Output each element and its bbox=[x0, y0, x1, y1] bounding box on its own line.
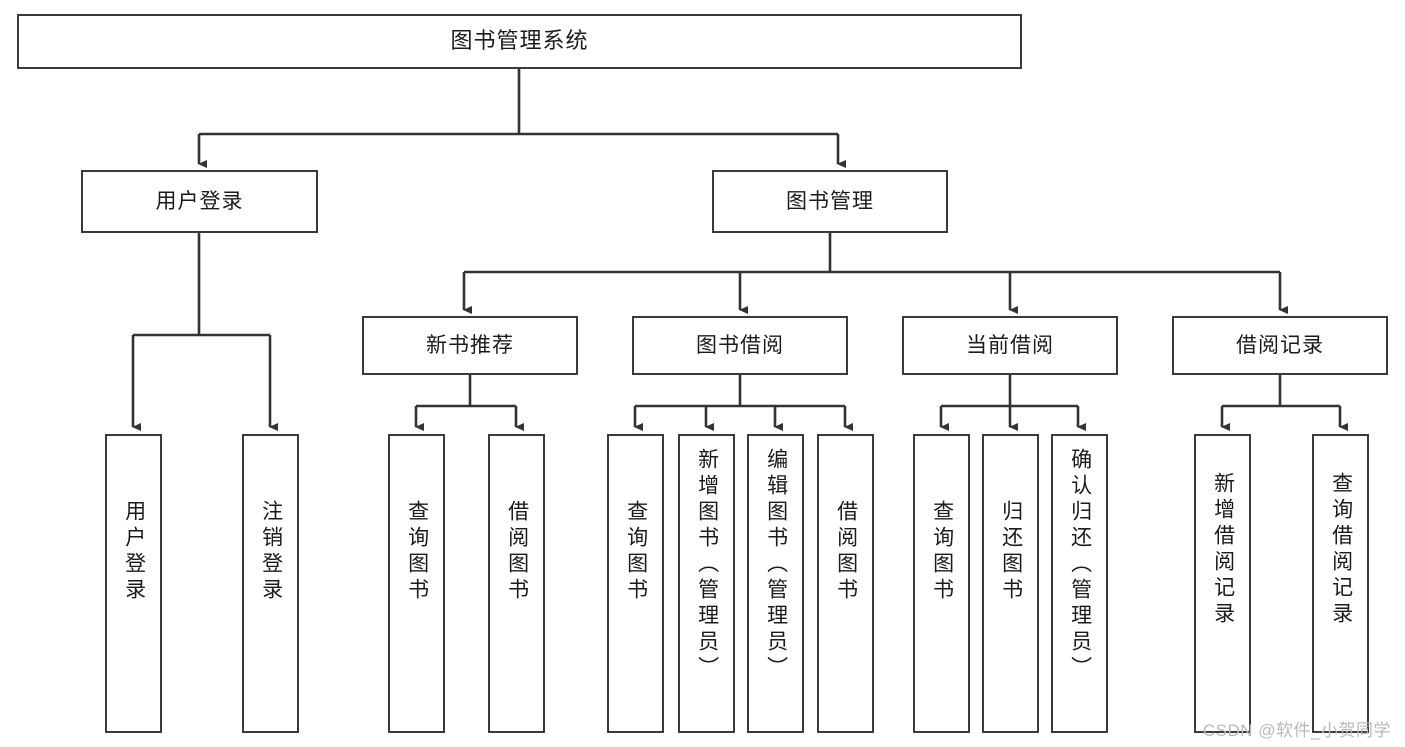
node-label: 编辑图书（管理员） bbox=[764, 448, 788, 682]
node-label: 借阅图书 bbox=[505, 500, 529, 604]
node-label: 查询图书 bbox=[405, 500, 429, 604]
leaf-user-login-login[interactable]: 用户登录 bbox=[105, 434, 162, 733]
leaf-book-borrow-borrow-book[interactable]: 借阅图书 bbox=[817, 434, 874, 733]
node-label: 图书借阅 bbox=[696, 333, 784, 357]
node-label: 查询图书 bbox=[930, 500, 954, 604]
node-new-book-recommend[interactable]: 新书推荐 bbox=[362, 316, 578, 375]
node-label: 查询图书 bbox=[624, 500, 648, 604]
node-label: 图书管理 bbox=[786, 189, 874, 213]
node-label: 确认归还（管理员） bbox=[1068, 448, 1092, 682]
leaf-new-book-borrow-book[interactable]: 借阅图书 bbox=[488, 434, 545, 733]
node-label: 借阅记录 bbox=[1236, 333, 1324, 357]
watermark-text: CSDN @软件_小贺同学 bbox=[1202, 721, 1391, 740]
node-user-login[interactable]: 用户登录 bbox=[81, 170, 318, 233]
node-label: 查询借阅记录 bbox=[1329, 472, 1353, 628]
leaf-book-borrow-query-book[interactable]: 查询图书 bbox=[607, 434, 664, 733]
node-label: 新增借阅记录 bbox=[1211, 472, 1235, 628]
node-book-borrow[interactable]: 图书借阅 bbox=[632, 316, 848, 375]
node-current-borrow[interactable]: 当前借阅 bbox=[902, 316, 1118, 375]
node-label: 归还图书 bbox=[999, 500, 1023, 604]
node-book-management[interactable]: 图书管理 bbox=[712, 170, 948, 233]
leaf-book-borrow-add-book-admin[interactable]: 新增图书（管理员） bbox=[678, 434, 735, 733]
node-label: 图书管理系统 bbox=[450, 28, 589, 54]
leaf-current-borrow-return-book[interactable]: 归还图书 bbox=[982, 434, 1039, 733]
leaf-current-borrow-query-book[interactable]: 查询图书 bbox=[913, 434, 970, 733]
node-borrow-record[interactable]: 借阅记录 bbox=[1172, 316, 1388, 375]
leaf-book-borrow-edit-book-admin[interactable]: 编辑图书（管理员） bbox=[747, 434, 804, 733]
node-label: 新书推荐 bbox=[426, 333, 514, 357]
node-label: 用户登录 bbox=[122, 500, 146, 604]
node-label: 当前借阅 bbox=[966, 333, 1054, 357]
leaf-borrow-record-query-record[interactable]: 查询借阅记录 bbox=[1312, 434, 1369, 733]
node-label: 借阅图书 bbox=[834, 500, 858, 604]
leaf-new-book-query-book[interactable]: 查询图书 bbox=[388, 434, 445, 733]
leaf-user-login-logout[interactable]: 注销登录 bbox=[242, 434, 299, 733]
leaf-current-borrow-confirm-return-admin[interactable]: 确认归还（管理员） bbox=[1051, 434, 1108, 733]
node-label: 注销登录 bbox=[259, 500, 283, 604]
node-label: 用户登录 bbox=[155, 189, 244, 213]
node-root-system[interactable]: 图书管理系统 bbox=[17, 14, 1022, 69]
leaf-borrow-record-add-record[interactable]: 新增借阅记录 bbox=[1194, 434, 1251, 733]
node-label: 新增图书（管理员） bbox=[695, 448, 719, 682]
